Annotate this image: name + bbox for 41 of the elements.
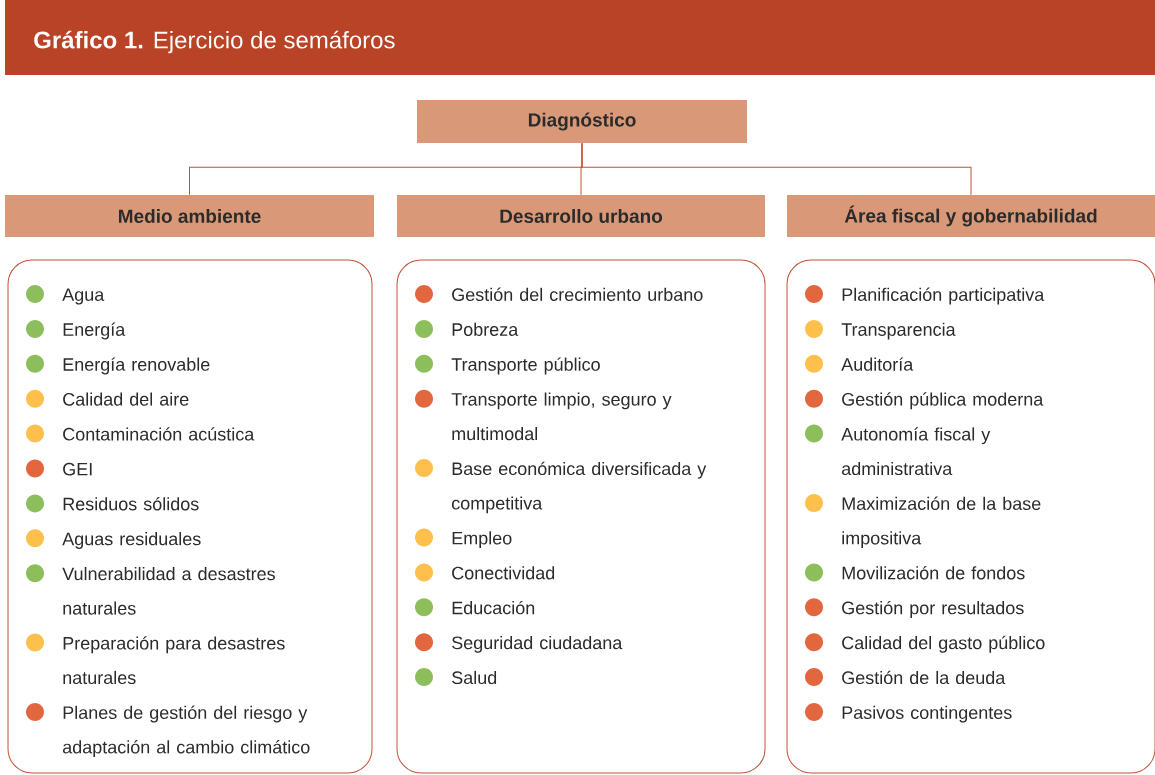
list-item: Gestión de la deuda — [842, 670, 1006, 685]
list-item: Calidad del gasto público — [842, 635, 1045, 653]
list-item: Pasivos contingentes — [842, 705, 1012, 723]
list-item: Gestión por resultados — [842, 600, 1024, 618]
list-item: Energía — [63, 322, 126, 340]
connector-line — [581, 142, 972, 196]
list-item: Preparación para desastres naturales — [63, 636, 285, 685]
list-item: Residuos sólidos — [63, 497, 199, 511]
list-item: Contaminación acústica — [63, 427, 255, 441]
list-item: Calidad del aire — [63, 392, 189, 406]
list-item: Transparencia — [841, 322, 956, 340]
list-item: GEI — [63, 462, 92, 476]
list-item: Planificación participativa — [842, 287, 1045, 305]
title: Gráfico 1. Ejercicio de semáforos — [34, 30, 395, 54]
list-item: Base económica diversificada y competitiva — [452, 461, 707, 514]
list-item: Educación — [452, 600, 535, 615]
list-item: Vulnerabilidad a desastres naturales — [62, 567, 275, 615]
list-item: Auditoría — [841, 357, 914, 371]
list-item: Gestión del crecimiento urbano — [452, 287, 703, 301]
list-item: Seguridad ciudadana — [452, 636, 623, 653]
list-item: Movilización de fondos — [842, 566, 1025, 580]
header-box: Diagnóstico — [417, 100, 747, 143]
list-item: Salud — [452, 670, 497, 685]
list-item: Conectividad — [452, 566, 555, 580]
category-panel — [786, 259, 1155, 774]
list-item: Maximización de la base impositiva — [842, 496, 1041, 549]
list-item: Energía renovable — [63, 357, 210, 375]
list-item: Autonomía fiscal y administrativa — [841, 427, 991, 476]
list-item: Gestión pública moderna — [842, 392, 1044, 410]
category-panel — [7, 259, 373, 774]
list-item: Transporte público — [451, 357, 600, 375]
list-item: Aguas residuales — [62, 532, 201, 549]
list-item: Pobreza — [452, 322, 519, 336]
list-item: Transporte limpio, seguro y multimodal — [451, 392, 672, 441]
header-box: Desarrollo urbano — [397, 195, 765, 237]
header-box: Medio ambiente — [5, 195, 374, 237]
list-item: Empleo — [452, 531, 512, 549]
list-item: Planes de gestión del riesgo y adaptación al cambio climático — [63, 705, 310, 758]
category-panel — [396, 259, 766, 774]
list-item: Agua — [62, 288, 105, 305]
header-box: Área fiscal y gobernabilidad — [787, 195, 1155, 237]
